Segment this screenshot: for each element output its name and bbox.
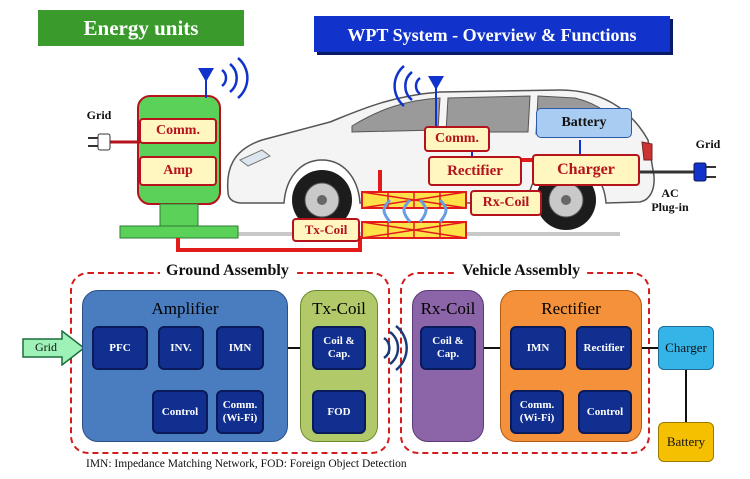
car-antenna (393, 65, 444, 128)
station-antenna (198, 57, 249, 99)
ground-imn-block: IMN (216, 326, 264, 370)
tx-coil-cap-block: Coil & Cap. (312, 326, 366, 370)
rx-coil-label: Rx-Coil (470, 190, 542, 216)
amplifier-title: Amplifier (151, 299, 219, 318)
car-rectifier-label: Rectifier (428, 156, 522, 186)
pfc-block: PFC (92, 326, 148, 370)
wireless-link-icon (383, 325, 408, 371)
station-comm-label: Comm. (139, 118, 217, 144)
txcoil-title: Tx-Coil (312, 299, 366, 318)
vehicle-control-block: Control (578, 390, 632, 434)
ground-assembly-title: Ground Assembly (160, 262, 295, 280)
charger-block: Charger (658, 326, 714, 370)
ac-plugin-label: AC Plug-in (651, 186, 689, 215)
car-charger-label: Charger (532, 154, 640, 186)
rxcoil-title: Rx-Coil (420, 299, 476, 318)
rx-coil-cap-block: Coil & Cap. (420, 326, 476, 370)
right-plug-icon (640, 162, 716, 182)
grid-input-arrow (22, 330, 86, 366)
overview-header: WPT System - Overview & Functions (314, 16, 670, 52)
front-wheel (292, 170, 352, 230)
ground-comm-wifi-block: Comm. (Wi-Fi) (216, 390, 264, 434)
grid-right-label: Grid (695, 137, 721, 151)
rectifier-sub-block: Rectifier (576, 326, 632, 370)
vehicle-assembly-title: Vehicle Assembly (456, 262, 587, 280)
grid-left-label: Grid (86, 108, 112, 122)
car-comm-label: Comm. (424, 126, 490, 152)
ground-control-block: Control (152, 390, 208, 434)
car-battery-label: Battery (536, 108, 632, 138)
vehicle-imn-block: IMN (510, 326, 566, 370)
battery-block: Battery (658, 422, 714, 462)
vehicle-comm-wifi-block: Comm. (Wi-Fi) (510, 390, 564, 434)
magnetic-flux-arrows (382, 198, 448, 223)
left-plug-icon (88, 133, 140, 151)
rectifier-title: Rectifier (541, 299, 601, 318)
tx-coil-label: Tx-Coil (292, 218, 360, 242)
footnote: IMN: Impedance Matching Network, FOD: Fo… (86, 458, 407, 470)
inverter-block: INV. (158, 326, 204, 370)
grid-input-label: Grid (35, 340, 57, 354)
fod-block: FOD (312, 390, 366, 434)
station-amp-label: Amp (139, 156, 217, 186)
tx-coil-pad (361, 221, 467, 239)
energy-units-header: Energy units (38, 10, 244, 46)
